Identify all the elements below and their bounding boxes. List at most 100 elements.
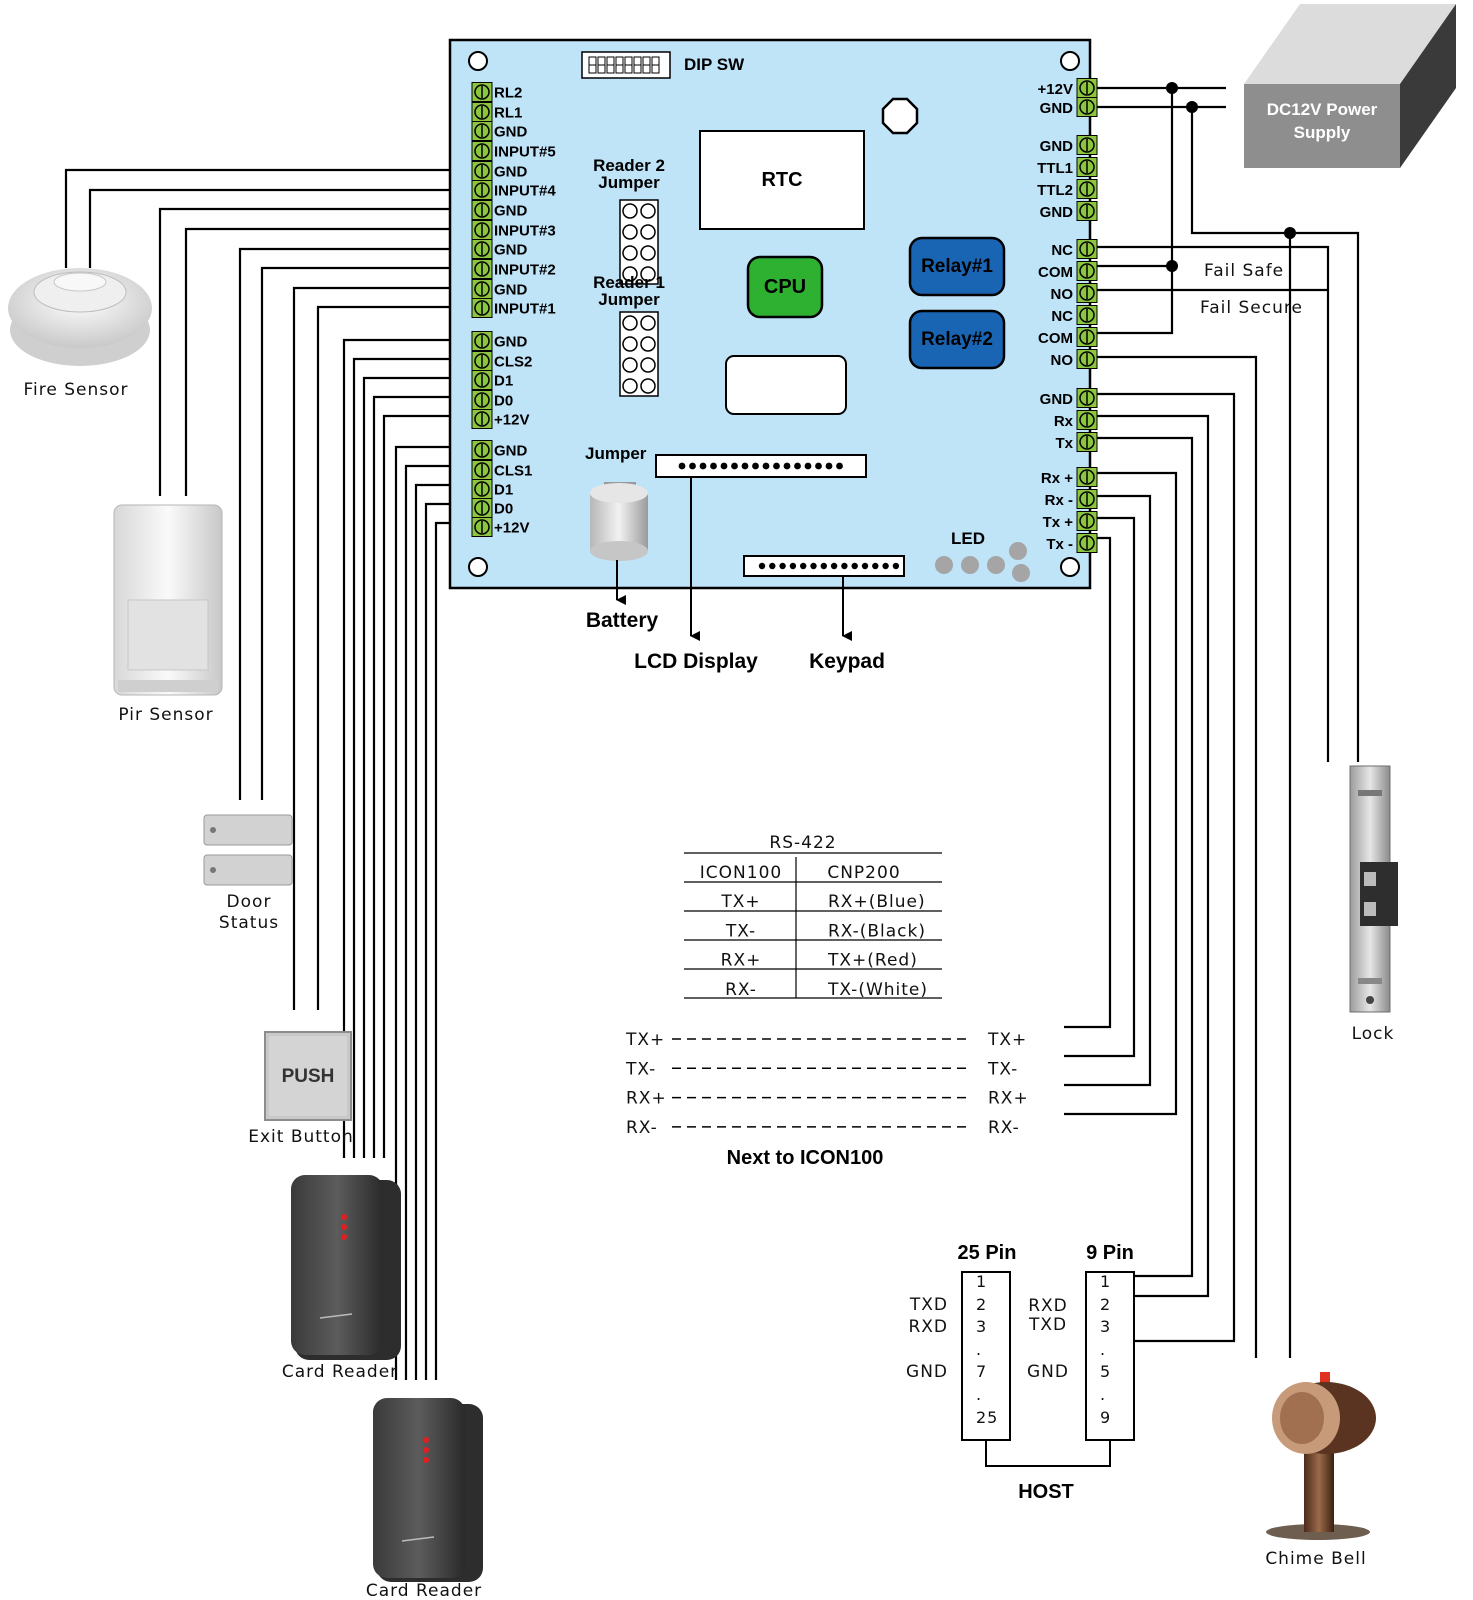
push-label: PUSH xyxy=(282,1066,335,1087)
terminal-label: Tx + xyxy=(1043,514,1074,531)
fail-safe-label: Fail Safe xyxy=(1204,261,1284,281)
terminal-label: COM xyxy=(1038,264,1073,281)
rs422-table: RS-422 ICON100 CNP200 TX+RX+(Blue)TX-RX-… xyxy=(684,833,942,1000)
electric-lock xyxy=(1349,765,1398,1013)
pin9-number: . xyxy=(1100,1340,1106,1359)
door-status-label-1: Door xyxy=(227,892,272,912)
terminal-label: INPUT#4 xyxy=(494,183,556,200)
keypad-pin xyxy=(758,562,766,570)
lcd-pin xyxy=(773,462,780,470)
jumper-pin xyxy=(640,203,656,219)
relay2 xyxy=(908,309,1006,370)
jumper-pin xyxy=(640,245,656,261)
dip-sw-label: DIP SW xyxy=(684,55,745,74)
pin9-number: . xyxy=(1100,1385,1106,1404)
chime-bell xyxy=(1266,1372,1376,1540)
jumper-pin xyxy=(640,315,656,331)
host-caption: HOST xyxy=(1018,1481,1074,1503)
pin9-number: 2 xyxy=(1100,1295,1111,1314)
battery-label: Battery xyxy=(586,609,659,632)
terminal-label: CLS1 xyxy=(494,463,532,480)
card-reader-1 xyxy=(291,1175,401,1360)
next-to-left-label: TX- xyxy=(625,1059,656,1079)
rs422-cell-cnp200: TX+(Red) xyxy=(827,951,918,971)
rs422-title: RS-422 xyxy=(769,833,836,853)
pin9-title: 9 Pin xyxy=(1086,1242,1134,1264)
pin25-number: . xyxy=(976,1385,982,1404)
keypad-pin xyxy=(779,562,786,570)
battery xyxy=(590,482,648,561)
rs422-cell-cnp200: RX-(Black) xyxy=(828,921,926,941)
jumper-pin xyxy=(622,357,638,373)
pir-sensor-label: Pir Sensor xyxy=(118,705,213,725)
pin9-signal: RXD xyxy=(1028,1296,1068,1316)
terminal-label: D1 xyxy=(494,482,513,499)
terminal-label: GND xyxy=(494,124,528,141)
next-to-right-label: TX+ xyxy=(987,1030,1027,1050)
card-reader-1-label: Card Reader xyxy=(282,1362,398,1382)
rs422-header-cnp200: CNP200 xyxy=(827,863,900,883)
pin25-signal: GND xyxy=(906,1362,948,1382)
keypad-pin xyxy=(830,562,838,570)
rs422-cell-icon100: TX- xyxy=(725,921,756,941)
jumper-pin xyxy=(622,336,638,352)
jumper-pin xyxy=(640,266,656,282)
terminal-label: Rx + xyxy=(1041,470,1073,487)
door-status-label-2: Status xyxy=(219,913,279,933)
terminal-label: GND xyxy=(494,282,528,299)
jumper-pin xyxy=(622,203,638,219)
next-to-left-label: RX+ xyxy=(626,1089,667,1109)
keypad-pin xyxy=(820,562,827,570)
reader2-jumper-pins xyxy=(619,199,659,285)
pin25-title: 25 Pin xyxy=(958,1242,1017,1264)
jumper-pin xyxy=(622,224,638,240)
terminal-label: GND xyxy=(1040,391,1074,408)
keypad-pin xyxy=(892,562,900,570)
lock-label: Lock xyxy=(1352,1024,1395,1044)
led-indicators xyxy=(935,542,1030,582)
output-arrows xyxy=(616,478,852,641)
pin25-number: 3 xyxy=(976,1317,987,1336)
terminal-label: +12V xyxy=(494,520,529,537)
terminal-label: TTL1 xyxy=(1037,160,1073,177)
next-to-right-label: RX+ xyxy=(988,1089,1029,1109)
terminal-label: Tx xyxy=(1055,435,1073,452)
card-reader-2-label: Card Reader xyxy=(366,1581,482,1600)
pin25-number: 2 xyxy=(976,1295,987,1314)
terminal-label: GND xyxy=(494,443,528,460)
lcd-pin xyxy=(689,462,696,470)
lcd-display-label: LCD Display xyxy=(634,650,758,673)
terminal-label: TTL2 xyxy=(1037,182,1073,199)
controller-board: DIP SW RTC CPU Relay#1 Relay#2 Reader 2 … xyxy=(448,38,1098,590)
fail-secure-label: Fail Secure xyxy=(1200,298,1303,318)
left-terminal-block: RL2RL1GNDINPUT#5GNDINPUT#4GNDINPUT#3GNDI… xyxy=(471,82,556,537)
terminal-label: NC xyxy=(1051,308,1073,325)
rtc-chip xyxy=(699,130,865,230)
pin25-number: 1 xyxy=(976,1272,987,1291)
exit-button: PUSH xyxy=(264,1031,352,1121)
pin25-signal: RXD xyxy=(908,1317,948,1337)
jumper-pin xyxy=(622,378,638,394)
pin25-signal: TXD xyxy=(909,1295,948,1315)
card-reader-2 xyxy=(373,1398,483,1582)
terminal-label: RL1 xyxy=(494,105,522,122)
jumper-pin xyxy=(640,378,656,394)
keypad-pin xyxy=(861,562,869,570)
terminal-label: NO xyxy=(1051,286,1074,303)
jumper-label: Jumper xyxy=(585,444,647,463)
mount-hole xyxy=(1060,51,1080,71)
keypad-label: Keypad xyxy=(809,650,885,673)
door-status-sensor xyxy=(203,814,293,886)
lcd-pin xyxy=(815,462,822,470)
lcd-pin xyxy=(699,462,707,470)
lcd-pin xyxy=(720,462,728,470)
jumper-pin xyxy=(640,357,656,373)
terminal-label: Tx - xyxy=(1046,536,1073,553)
pin9-signal: GND xyxy=(1027,1362,1069,1382)
terminal-label: COM xyxy=(1038,330,1073,347)
rs422-cell-cnp200: RX+(Blue) xyxy=(828,892,926,912)
lcd-pin xyxy=(836,462,843,470)
terminal-label: RL2 xyxy=(494,85,522,102)
power-supply: DC12V Power Supply xyxy=(1244,4,1456,168)
wires xyxy=(64,86,1360,1380)
